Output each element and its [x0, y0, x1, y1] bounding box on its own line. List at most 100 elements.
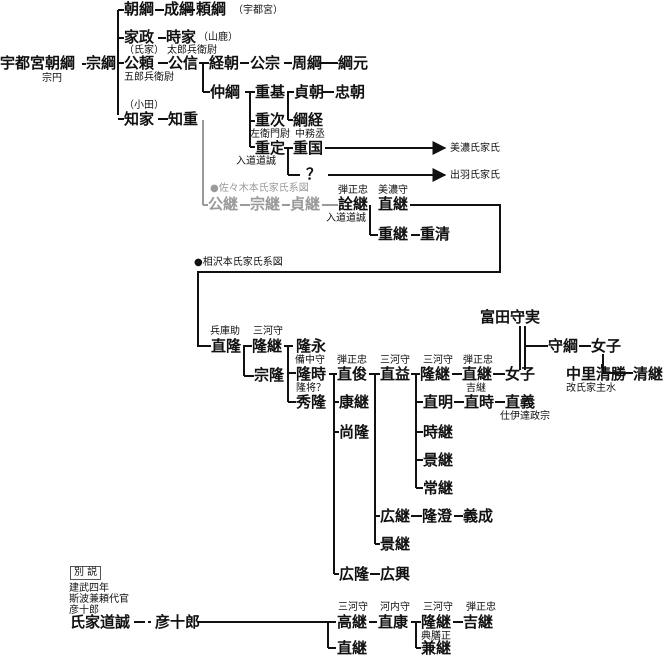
person-takatsugu-2: 隆継 [420, 365, 451, 383]
note-oda: （小田） [124, 100, 164, 111]
person-ut-tomotsuna: 宇都宮朝綱 [0, 54, 76, 72]
person-shigetsugu: 重次 [255, 111, 286, 129]
person-tomotsuna: 朝綱 [124, 0, 155, 18]
person-sadatsugu: 貞継 [290, 195, 321, 213]
person-tokiie: 時家 [166, 28, 197, 46]
alt-account-label: 別 説 [70, 566, 102, 580]
person-tokitsugu: 時継 [423, 423, 454, 441]
note-bicchu: 備中守 [295, 355, 325, 366]
person-takatoki: 隆時 [296, 365, 327, 383]
note-hyogonosuke: 兵庫助 [210, 326, 240, 337]
person-tsunatsune: 綱経 [293, 111, 324, 129]
person-yasutsugu: 康継 [339, 393, 370, 411]
note-danjo-2: 弾正忠 [337, 355, 367, 366]
note-yamaga: （山鹿） [198, 32, 238, 43]
person-joshi: 女子 [505, 365, 536, 383]
person-takatoshi: 高継 [337, 613, 368, 631]
person-tadatomo: 忠朝 [335, 83, 366, 101]
note-danjo-1: 弾正忠 [338, 185, 368, 196]
person-shigekuni: 重国 [293, 139, 324, 157]
note-danjo-4: 弾正忠 [466, 602, 496, 613]
person-tomita: 富田守実 [480, 308, 541, 326]
person-kagetsugu-2: 景継 [380, 535, 411, 553]
person-takazumi: 隆澄 [422, 507, 453, 525]
sasaki-heading: ●佐々木本氏家氏系図 [210, 183, 309, 194]
person-tsunetsugu: 常継 [423, 479, 454, 497]
person-kinnobu: 公信 [168, 54, 199, 72]
note-kenmu: 建武四年 [69, 583, 109, 594]
note-mikawa-1: 三河守 [253, 326, 283, 337]
note-dewa-line: 出羽氏家氏 [450, 170, 500, 181]
note-mino-line: 美濃氏家氏 [450, 143, 500, 154]
note-nyudo: 入道道誠 [236, 156, 276, 167]
note-danjo-3: 弾正忠 [463, 355, 493, 366]
person-munetsugu: 宗継 [250, 195, 281, 213]
person-naoyoshi: 直義 [505, 393, 536, 411]
person-naotaka: 直隆 [211, 337, 242, 355]
person-sadatomo: 貞朝 [294, 83, 325, 101]
note-mikawa-3: 三河守 [423, 355, 453, 366]
person-takanaga: 隆永 [296, 337, 327, 355]
note-mikawa-2: 三河守 [380, 355, 410, 366]
person-hirotsugu: 広継 [380, 507, 411, 525]
person-naotsugu: 直継 [378, 195, 409, 213]
person-moritsuna: 守綱 [548, 337, 579, 355]
person-yoritsuna: 頼綱 [196, 0, 227, 18]
person-kinmune: 公宗 [250, 54, 281, 72]
person-hirooki: 広興 [380, 565, 411, 583]
note-hikojuro: 彦十郎 [69, 605, 99, 616]
person-nakatsuna: 仲綱 [210, 83, 241, 101]
person-joshi-2: 女子 [591, 337, 622, 355]
person-akitsugu: 詮継 [338, 195, 369, 213]
note-tarohyoe: 太郎兵衛尉 [167, 45, 217, 56]
note-mikawa-5: 三河守 [423, 602, 453, 613]
person-nakazato: 中里清勝 [566, 365, 627, 383]
person-ujiie: 氏家道誠 [70, 613, 131, 631]
note-soen: 宗円 [42, 73, 62, 84]
note-mikawa-4: 三河守 [338, 602, 368, 613]
note-yoshitsugu: 吉継 [466, 383, 486, 394]
person-kiyotsugu: 清継 [633, 365, 664, 383]
note-kawachi: 河内守 [380, 602, 410, 613]
person-naotsugu-2: 直継 [462, 365, 493, 383]
person-tsunamoto: 綱元 [338, 54, 369, 72]
person-naoyasu: 直康 [378, 613, 409, 631]
person-takatsugu: 隆継 [252, 337, 283, 355]
person-narizuna: 成綱 [164, 0, 195, 18]
person-kagetsugu: 景継 [423, 451, 454, 469]
person-shigesada: 重定 [255, 139, 286, 157]
person-naomasu: 直益 [380, 365, 411, 383]
person-takatsugu-3: 隆継 [421, 613, 452, 631]
aizawa-heading: ●相沢本氏家氏系図 [194, 257, 283, 268]
person-munetsuna: 宗綱 [86, 54, 117, 72]
note-tenkyu: 典膳正 [421, 631, 451, 642]
person-iemasa: 家政 [124, 28, 155, 46]
person-hirotaka: 広隆 [339, 565, 370, 583]
person-naotaka-2: 尚隆 [339, 423, 370, 441]
person-shigemoto: 重基 [255, 83, 286, 101]
note-gorohyoe: 五郎兵衛尉 [124, 72, 174, 83]
person-yoshinari: 義成 [463, 507, 494, 525]
person-shigetsugu-2: 重継 [378, 225, 409, 243]
person-unknown: ？ [306, 165, 322, 183]
note-saemon: 左衛門尉 [250, 129, 290, 140]
person-hikojuro: 彦十郎 [155, 613, 201, 631]
person-shigekiyo: 重清 [420, 225, 451, 243]
person-hidetaka: 秀隆 [296, 393, 327, 411]
note-utsunomiya: （宇都宮） [233, 5, 283, 16]
note-nakazato: 改氏家主水 [566, 383, 616, 394]
note-chumujo: 中務丞 [295, 129, 325, 140]
person-naotsugu-3: 直継 [337, 639, 368, 657]
note-minonokami: 美濃守 [378, 185, 408, 196]
person-naotoshi: 直俊 [337, 365, 368, 383]
person-yoshitsugu: 吉継 [463, 613, 494, 631]
person-kanetsugu: 兼継 [421, 639, 452, 657]
person-tomoshige: 知重 [168, 110, 199, 128]
person-naoaki: 直明 [423, 393, 454, 411]
person-chikatsuna: 周綱 [292, 54, 323, 72]
person-naotoki: 直時 [464, 393, 495, 411]
person-kintsugu: 公継 [208, 195, 239, 213]
